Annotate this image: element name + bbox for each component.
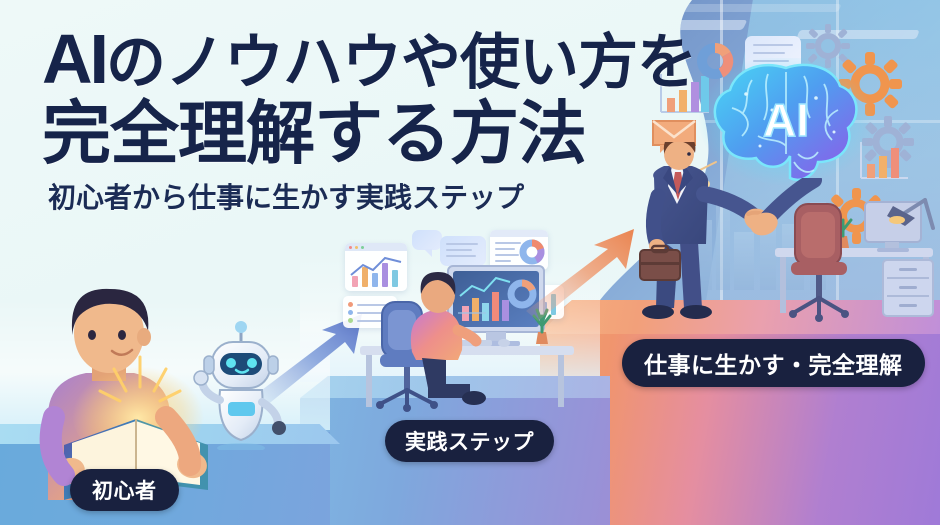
- ai-brain-icon: AI: [698, 58, 874, 186]
- headline-latin-ai: AI: [42, 20, 109, 98]
- subtitle: 初心者から仕事に生かす実践ステップ: [48, 182, 525, 213]
- donut-chart-icon: [519, 239, 545, 265]
- platform-step-3-surface: [540, 300, 940, 334]
- line-chart-icon: [350, 256, 402, 276]
- ai-brain-label: AI: [763, 94, 809, 146]
- arrow-step2-to-step3-icon: [526, 229, 634, 321]
- chat-bubble-icon: [412, 230, 442, 257]
- badge-step-3: 仕事に生かす・完全理解: [622, 339, 925, 387]
- badge-step-2: 実践ステップ: [385, 420, 554, 462]
- bar-chart-card: [345, 243, 407, 291]
- businessman-figure: [639, 142, 770, 319]
- headline-line-1-rest: のノウハウや使い方を: [106, 29, 697, 96]
- headline-block: AIのノウハウや使い方を 完全理解する方法: [42, 23, 697, 173]
- list-card-icon: [490, 230, 548, 270]
- arrow-step1-to-step2-icon: [254, 314, 362, 406]
- robot-figure: [193, 321, 286, 450]
- office-furniture: [775, 198, 935, 322]
- badge-step-1: 初心者: [70, 469, 179, 511]
- ai-handshake-arm: [750, 178, 822, 236]
- headline-line-1: AIのノウハウや使い方を: [42, 23, 697, 96]
- donut-chart-icon: [697, 42, 734, 79]
- headline-line-2: 完全理解する方法: [42, 95, 587, 173]
- desk-worker-scene: [360, 265, 574, 412]
